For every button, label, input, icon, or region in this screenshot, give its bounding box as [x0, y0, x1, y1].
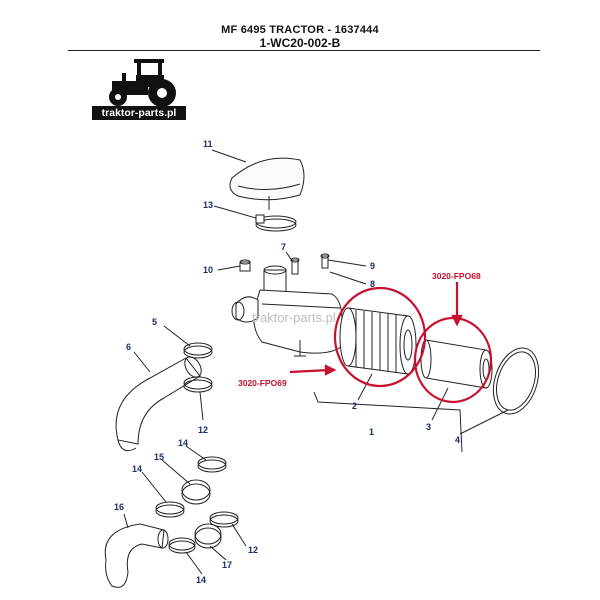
- lower-intake-hose: [104, 523, 169, 588]
- watermark-text: traktor-parts.pl: [252, 310, 336, 325]
- inner-safety-filter: [420, 339, 493, 389]
- pre-cleaner-cap: [229, 157, 305, 210]
- logo-label: traktor-parts.pl: [92, 106, 186, 120]
- callout-9: 9: [370, 261, 375, 271]
- callout-17: 17: [222, 560, 232, 570]
- tractor-icon: [109, 59, 176, 107]
- callout-14-upper: 14: [178, 438, 188, 448]
- plug: [239, 259, 251, 272]
- ref-inner-filter: 3020-FPO68: [432, 271, 481, 281]
- upper-intake-hose: [115, 356, 202, 452]
- callout-13: 13: [203, 200, 213, 210]
- filter-housing: [231, 265, 343, 357]
- clamp-band: [255, 214, 297, 232]
- ref-outer-filter: 3020-FPO69: [238, 378, 287, 388]
- page-title: MF 6495 TRACTOR - 1637444: [221, 24, 379, 36]
- callout-12-lower: 12: [248, 545, 258, 555]
- seal-ring: [492, 347, 540, 415]
- callout-1: 1: [369, 427, 374, 437]
- outer-filter-element: [339, 307, 417, 375]
- callout-15: 15: [154, 452, 164, 462]
- callout-8: 8: [370, 279, 375, 289]
- highlight-markers: [289, 282, 493, 404]
- diagram-code: 1-WC20-002-B: [259, 36, 341, 50]
- callout-2: 2: [352, 401, 357, 411]
- hose-couplers: [155, 456, 239, 554]
- leader-lines: [123, 149, 509, 575]
- callout-6: 6: [126, 342, 131, 352]
- callout-4: 4: [455, 435, 460, 445]
- callout-3: 3: [426, 422, 431, 432]
- callout-16: 16: [114, 502, 124, 512]
- header-divider: [68, 50, 540, 51]
- callout-5: 5: [152, 317, 157, 327]
- callout-10: 10: [203, 265, 213, 275]
- hose-clamps-upper: [183, 342, 213, 393]
- callout-11: 11: [203, 139, 213, 149]
- callout-14-lower: 14: [196, 575, 206, 585]
- callout-14-middle: 14: [132, 464, 142, 474]
- callout-12-upper: 12: [198, 425, 208, 435]
- bolts: [290, 253, 330, 275]
- callout-7: 7: [281, 242, 286, 252]
